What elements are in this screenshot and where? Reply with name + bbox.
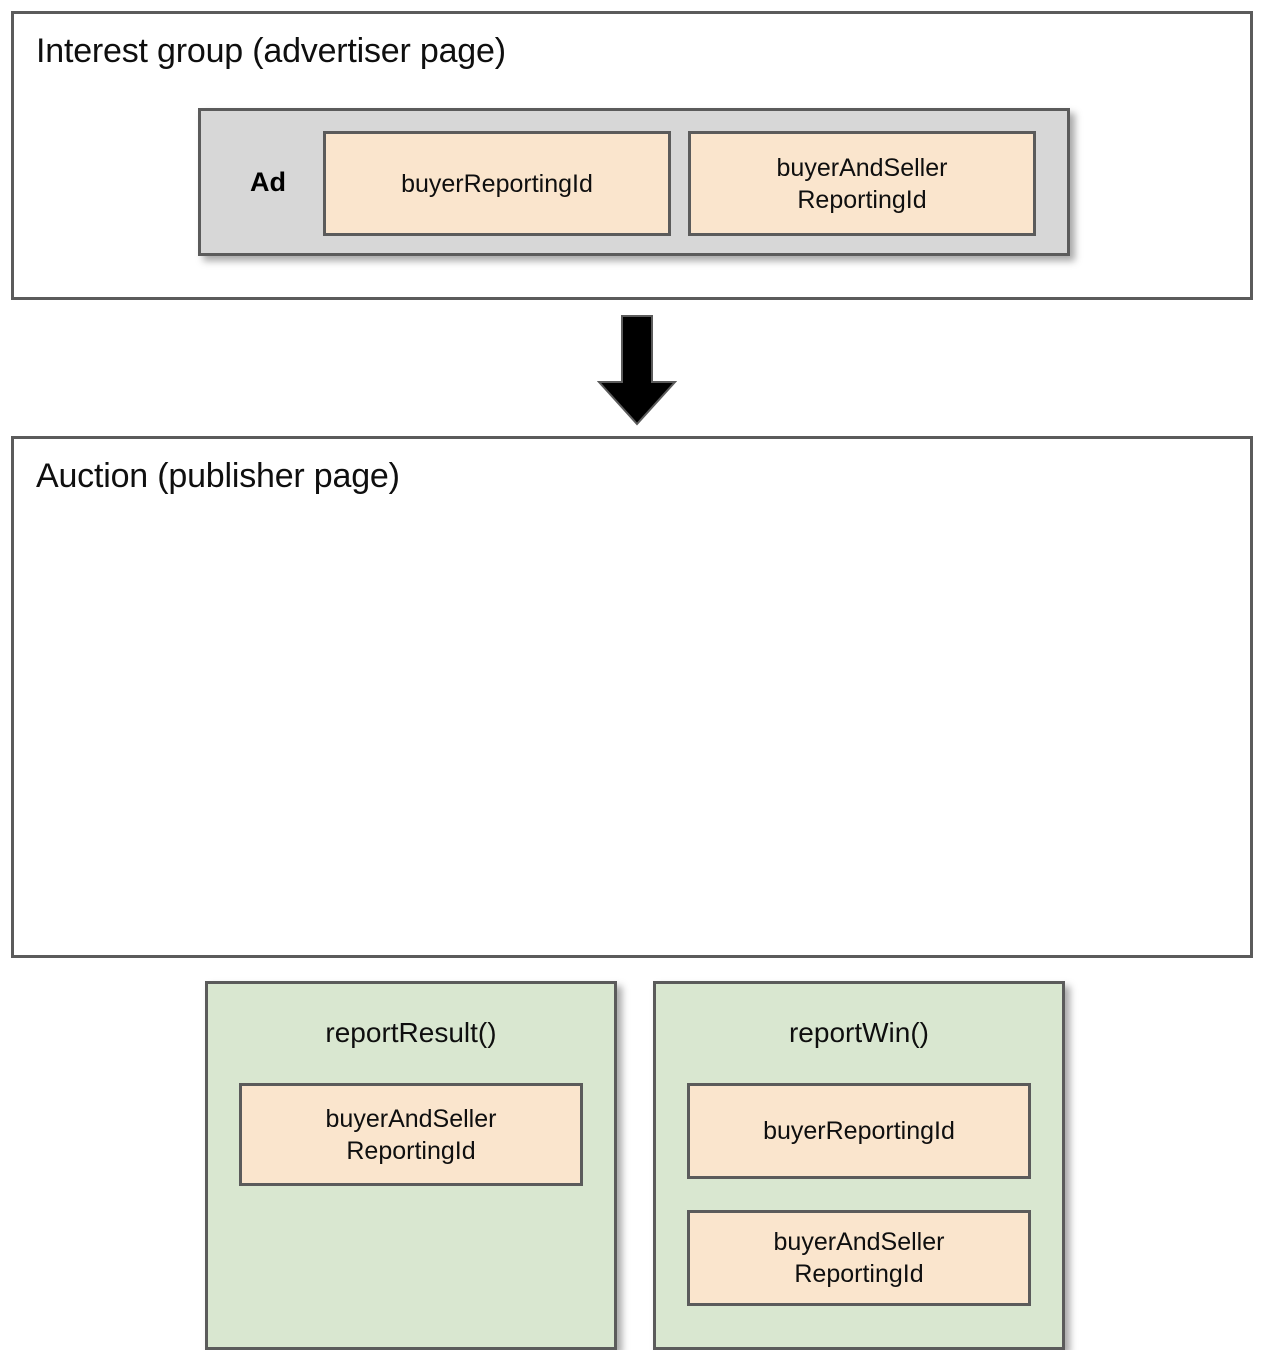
down-arrow-icon [597,315,677,426]
field-text: buyerReportingId [763,1117,955,1145]
ad-container: Ad buyerReportingId buyerAndSeller Repor… [198,108,1070,256]
panel-report-result: reportResult() buyerAndSeller ReportingI… [205,981,617,1350]
section-interest-group: Interest group (advertiser page) Ad buye… [11,11,1253,300]
ad-label: Ad [250,166,286,197]
panel-report-win: reportWin() buyerReportingId buyerAndSel… [653,981,1065,1350]
report-win-field-buyer-reporting-id: buyerReportingId [687,1083,1031,1179]
section-auction: Auction (publisher page) reportResult() … [11,436,1253,1350]
panel-report-win-title: reportWin() [788,1017,929,1048]
field-text: buyerAndSeller ReportingId [326,1103,497,1167]
field-line-1: buyerAndSeller [776,153,948,182]
field-line-1: buyerAndSeller [773,1228,945,1256]
field-line-2: ReportingId [797,185,927,214]
diagram-canvas: Interest group (advertiser page) Ad buye… [11,11,1253,1350]
field-line-1: buyerAndSeller [325,1104,497,1133]
report-result-field-buyer-and-seller-reporting-id: buyerAndSeller ReportingId [239,1083,583,1186]
field-buyer-and-seller-reporting-id: buyerAndSeller ReportingId [688,131,1036,236]
field-text: buyerAndSeller ReportingId [774,1226,945,1290]
field-buyer-and-seller-reporting-id-label: buyerAndSeller ReportingId [777,152,948,216]
field-buyer-reporting-id-label: buyerReportingId [401,169,593,198]
section-auction-title: Auction (publisher page) [36,457,400,495]
panel-report-result-title: reportResult() [325,1017,497,1048]
section-interest-group-title: Interest group (advertiser page) [36,32,506,70]
field-line-2: ReportingId [346,1136,476,1165]
field-line-2: ReportingId [794,1260,924,1288]
field-buyer-reporting-id: buyerReportingId [323,131,671,236]
report-win-field-buyer-and-seller-reporting-id: buyerAndSeller ReportingId [687,1210,1031,1306]
